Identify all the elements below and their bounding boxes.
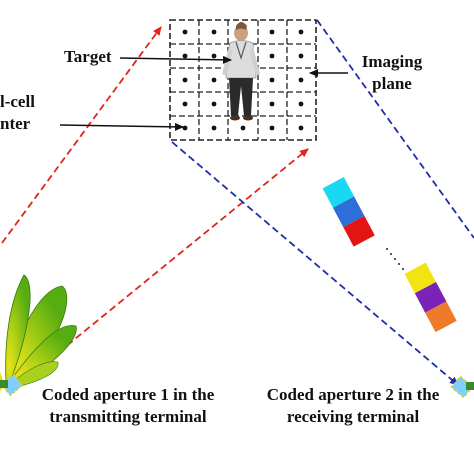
- imaging-plane-label-line1: Imaging: [361, 52, 423, 71]
- aperture-2-label-line1: Coded aperture 2 in the: [266, 385, 440, 404]
- coded-aperture-2-icon: [450, 375, 474, 399]
- receive-paths: [171, 19, 474, 386]
- person-figure-icon: [222, 22, 260, 121]
- grid-cell-label-line1: l-cell: [0, 92, 35, 111]
- aperture-1-label-line1: Coded aperture 1 in the: [41, 385, 215, 404]
- coded-aperture-1-icon: [0, 373, 24, 397]
- coded-aperture-element-strip: [322, 177, 457, 333]
- label-arrows: [59, 55, 348, 131]
- target-label: Target: [64, 47, 112, 66]
- imaging-plane-label-line2: plane: [372, 74, 412, 93]
- aperture-1-label-line2: transmitting terminal: [49, 407, 207, 426]
- grid-cell-label-line2: nter: [0, 114, 31, 133]
- antenna-beam-pattern-icon: [0, 274, 77, 392]
- transmit-paths: [1, 26, 309, 388]
- aperture-2-label-line2: receiving terminal: [286, 407, 420, 426]
